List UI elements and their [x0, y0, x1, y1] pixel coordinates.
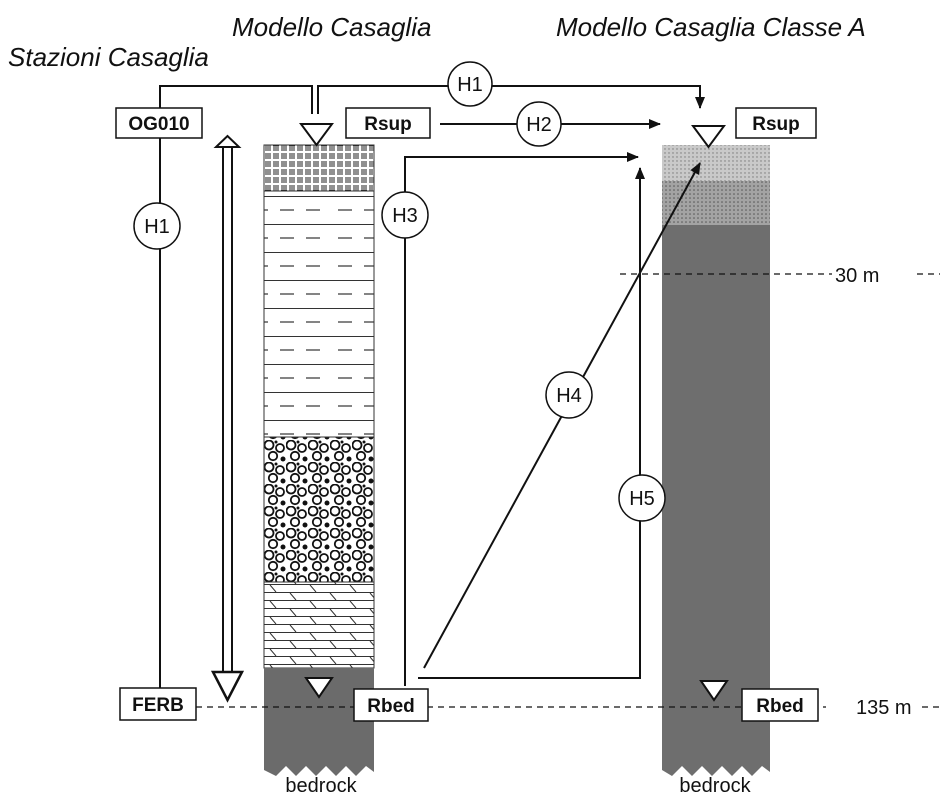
- h5-arrow: [418, 168, 640, 678]
- h1-stations-label: H1: [144, 216, 170, 238]
- title-model: Modello Casaglia: [232, 12, 431, 42]
- depth-30-label: 30 m: [835, 265, 879, 287]
- box-rbed-model: Rbed: [354, 689, 428, 721]
- h2-label: H2: [526, 114, 552, 136]
- station-top-label: OG010: [128, 114, 189, 135]
- rbed-model-label: Rbed: [367, 696, 415, 717]
- title-model-class-a: Modello Casaglia Classe A: [556, 12, 866, 42]
- circle-h3: H3: [382, 192, 428, 238]
- rsup-model-label: Rsup: [364, 114, 412, 135]
- title-stations: Stazioni Casaglia: [8, 42, 209, 72]
- box-og010: OG010: [116, 108, 202, 138]
- h3-label: H3: [392, 205, 418, 227]
- box-ferb: FERB: [120, 688, 196, 720]
- h3-arrow: [405, 157, 638, 686]
- triangle-model-top: [301, 124, 332, 145]
- box-rbed-class-a: Rbed: [742, 689, 818, 721]
- circle-h2: H2: [517, 102, 561, 146]
- double-arrow-cap: [216, 136, 239, 147]
- h4-label: H4: [556, 385, 582, 407]
- bedrock-class-a-label: bedrock: [679, 775, 751, 794]
- rsup-class-a-label: Rsup: [752, 114, 800, 135]
- layer-backfill: [264, 145, 374, 191]
- circle-h1-top: H1: [448, 62, 492, 106]
- h5-label: H5: [629, 488, 655, 510]
- depth-135-label: 135 m: [856, 697, 912, 719]
- circle-h1-stations: H1: [134, 203, 180, 249]
- box-rsup-model: Rsup: [346, 108, 430, 138]
- rbed-class-a-label: Rbed: [756, 696, 804, 717]
- layer-gravel: [264, 437, 374, 582]
- bedrock-model-label: bedrock: [285, 775, 357, 794]
- circle-h5: H5: [619, 475, 665, 521]
- double-arrow-head: [213, 672, 242, 700]
- station-bottom-label: FERB: [132, 695, 184, 716]
- circle-h4: H4: [546, 372, 592, 418]
- layer-sand: [264, 582, 374, 668]
- class-a-top-layer: [662, 145, 770, 181]
- box-rsup-class-a: Rsup: [736, 108, 816, 138]
- layer-clay: [264, 191, 374, 437]
- h1-top-label: H1: [457, 74, 483, 96]
- triangle-class-a-top: [693, 126, 724, 147]
